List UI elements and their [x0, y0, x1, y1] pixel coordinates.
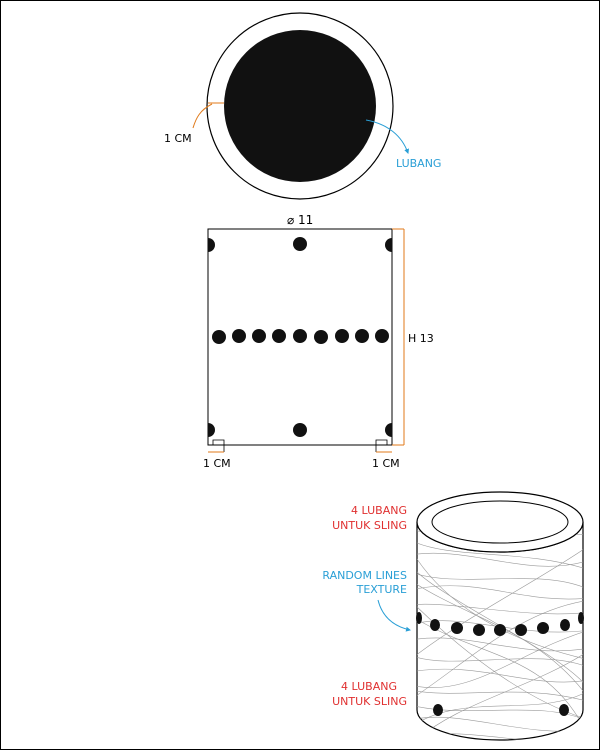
top-right-half-hole: [385, 238, 392, 252]
bottom-sling-label-line2: UNTUK SLING: [332, 695, 407, 708]
height-label: H 13: [408, 332, 434, 345]
band-hole: [537, 622, 549, 634]
texture-label-line2: TEXTURE: [356, 583, 407, 596]
bottom-left-half-hole: [208, 423, 215, 437]
middle-hole: [335, 329, 349, 343]
top-center-hole: [293, 237, 307, 251]
right-offset-bracket: [375, 439, 388, 452]
right-offset-label: 1 CM: [372, 457, 400, 470]
thickness-label: 1 CM: [164, 132, 192, 145]
band-hole: [451, 622, 463, 634]
middle-hole: [212, 330, 226, 344]
band-hole: [578, 612, 584, 624]
texture-label-line1: RANDOM LINES: [322, 569, 407, 582]
top-sling-label-line1: 4 LUBANG: [351, 504, 407, 517]
bottom-right-half-hole: [385, 423, 392, 437]
middle-hole: [293, 329, 307, 343]
bottom-sling-label-line1: 4 LUBANG: [341, 680, 397, 693]
band-hole: [515, 624, 527, 636]
perspective-middle-holes: [416, 612, 584, 636]
top-rim-inner: [431, 500, 569, 544]
middle-hole: [375, 329, 389, 343]
elevation-view: ⌀ 11 H 13 1 CM: [203, 213, 434, 470]
band-hole: [416, 612, 422, 624]
top-left-half-hole: [208, 238, 215, 252]
top-sling-label-line2: UNTUK SLING: [332, 519, 407, 532]
hole-label: LUBANG: [396, 157, 441, 170]
band-hole: [430, 619, 440, 631]
left-offset-label: 1 CM: [203, 457, 231, 470]
bottom-sling-hole-left: [433, 704, 443, 716]
hole-leader: [365, 119, 410, 154]
texture-leader: [377, 599, 411, 632]
band-hole: [494, 624, 506, 636]
middle-hole: [232, 329, 246, 343]
left-offset-bracket: [212, 439, 225, 452]
diameter-label: ⌀ 11: [287, 213, 313, 227]
middle-hole: [355, 329, 369, 343]
perspective-view: 4 LUBANG UNTUK SLING RANDOM LINES TEXTUR…: [322, 491, 584, 741]
middle-hole: [272, 329, 286, 343]
band-hole: [560, 619, 570, 631]
thickness-leader: [192, 103, 213, 129]
middle-hole-row: [212, 329, 389, 344]
hole-disc: [224, 30, 376, 182]
bottom-sling-hole-right: [559, 704, 569, 716]
middle-hole: [252, 329, 266, 343]
band-hole: [473, 624, 485, 636]
bottom-center-hole: [293, 423, 307, 437]
top-view: 1 CM LUBANG: [164, 12, 441, 200]
middle-hole: [314, 330, 328, 344]
